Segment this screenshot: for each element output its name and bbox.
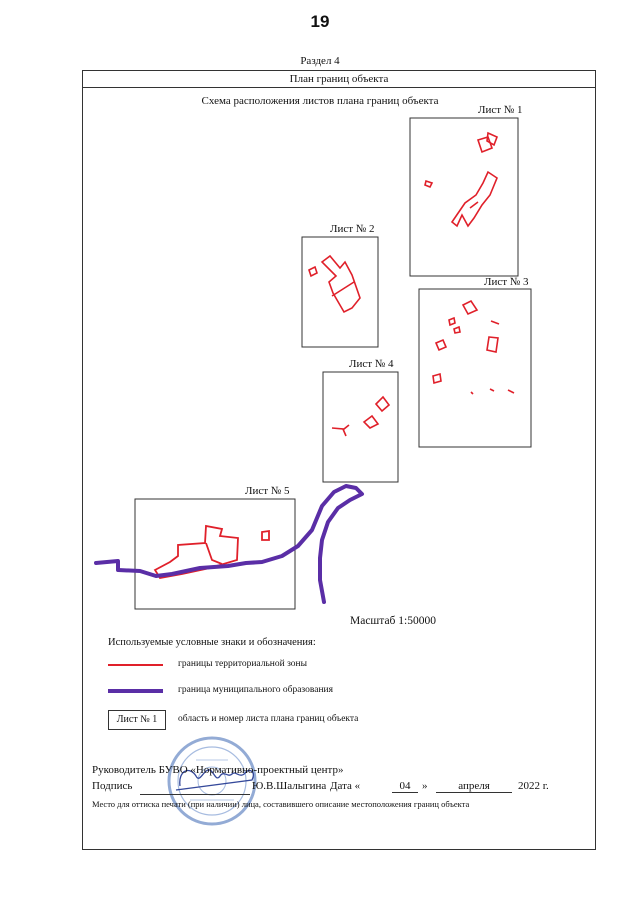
- legend-sheet-text: область и номер листа плана границ объек…: [178, 714, 359, 724]
- sheet-2-box: [301, 236, 379, 348]
- date-mid: »: [422, 780, 428, 792]
- signature-head: Руководитель БУВО «Нормативно-проектный …: [92, 764, 344, 776]
- signature-label: Подпись: [92, 780, 133, 792]
- zone-boundaries-sheet-5: [153, 524, 270, 579]
- legend-municipal-text: граница муниципального образования: [178, 685, 333, 695]
- scale-label: Масштаб 1:50000: [350, 615, 436, 627]
- date-day: 04: [392, 780, 418, 793]
- signature-underline: [140, 794, 250, 795]
- sheet-2-label: Лист № 2: [330, 223, 375, 235]
- sheet-3-label: Лист № 3: [484, 276, 529, 288]
- legend-zone-text: границы территориальной зоны: [178, 659, 308, 669]
- sheet-3-box: [418, 288, 532, 448]
- zone-boundaries-sheet-4: [331, 395, 391, 437]
- zone-boundaries-sheet-2: [308, 254, 361, 314]
- zone-boundaries-sheet-1: [424, 131, 499, 228]
- legend-title: Используемые условные знаки и обозначени…: [108, 637, 316, 648]
- section-title: Раздел 4: [300, 55, 340, 67]
- sheet-1-box: [409, 117, 519, 277]
- date-label: Дата «: [330, 780, 361, 792]
- sheet-4-label: Лист № 4: [349, 358, 394, 370]
- signer-name: Ю.В.Шалыгина: [252, 780, 327, 792]
- plan-frame: План границ объекта: [82, 70, 596, 850]
- zone-boundaries-sheet-3: [432, 299, 515, 395]
- legend-sheet-box: Лист № 1: [108, 710, 166, 730]
- sheet-1-label: Лист № 1: [478, 104, 523, 116]
- frame-header: План границ объекта: [83, 71, 595, 88]
- stamp-note: Место для оттиска печати (при наличии) л…: [92, 799, 470, 809]
- scheme-title: Схема расположения листов плана границ о…: [201, 95, 439, 107]
- sheet-4-box: [322, 371, 399, 483]
- date-month: апреля: [436, 780, 512, 793]
- municipal-boundary: [94, 484, 364, 604]
- page-number: 19: [310, 12, 330, 31]
- sheet-5-box: [134, 498, 296, 610]
- handwritten-signature: [175, 769, 254, 791]
- sheet-5-label: Лист № 5: [245, 485, 290, 497]
- date-year: 2022 г.: [518, 780, 549, 792]
